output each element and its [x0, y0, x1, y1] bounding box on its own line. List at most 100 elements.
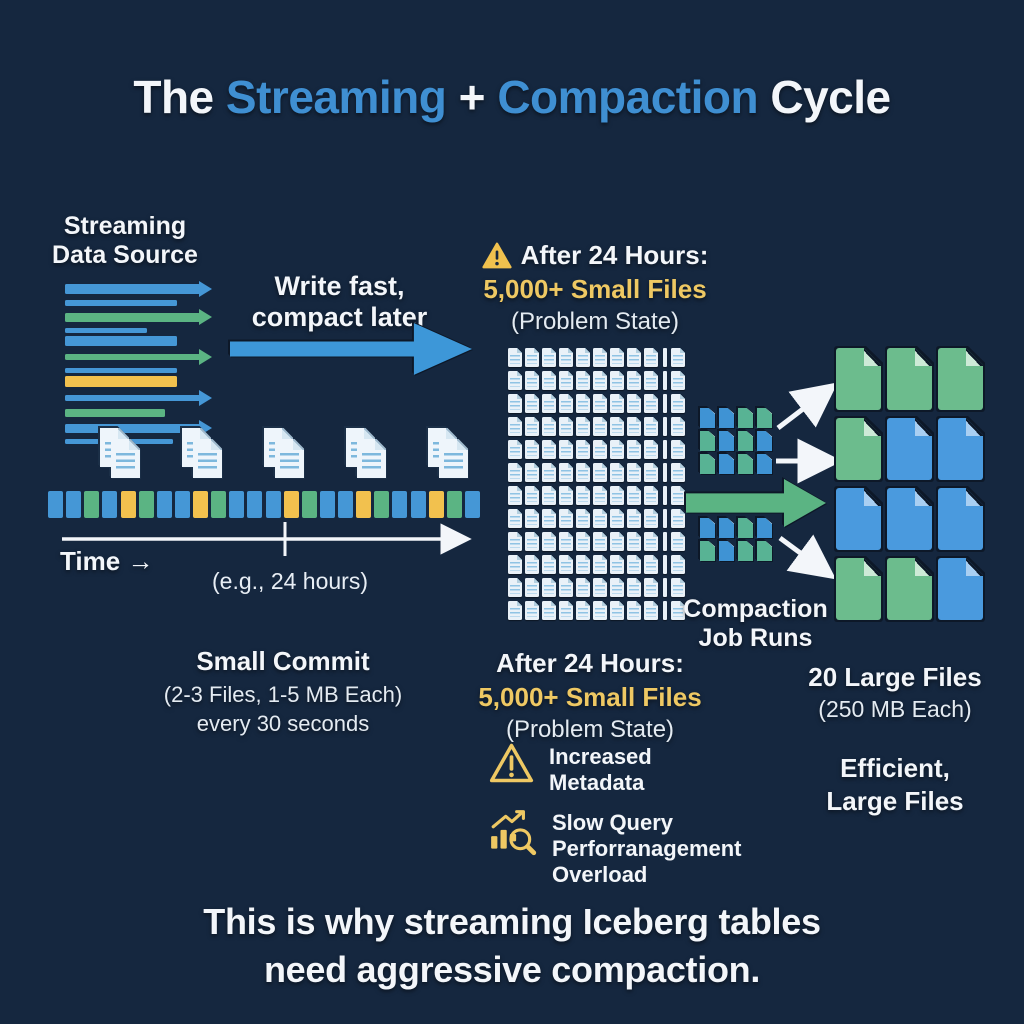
grid-row — [508, 509, 688, 528]
small-file-icon — [508, 509, 522, 528]
commit-square — [338, 491, 353, 518]
small-file-icon — [576, 371, 590, 390]
small-file-icon — [593, 440, 607, 459]
small-file-icon — [738, 518, 753, 538]
small-file-icon — [576, 463, 590, 482]
commit-detail: (2-3 Files, 1-5 MB Each) — [163, 682, 403, 707]
large-file-icon — [836, 418, 881, 480]
problem-state-top: After 24 Hours: 5,000+ Small Files (Prob… — [440, 240, 750, 336]
timeline-squares — [48, 491, 480, 518]
streaming-source-label: Streaming Data Source — [52, 212, 198, 269]
file-pair-icon — [428, 428, 472, 484]
commit-square — [356, 491, 372, 518]
stream-bar — [65, 368, 212, 373]
small-file-icon — [525, 417, 539, 436]
small-file-partial-icon — [663, 486, 667, 505]
small-file-icon — [644, 509, 658, 528]
small-file-partial-icon — [663, 509, 667, 528]
commit-square — [211, 491, 227, 518]
small-file-icon — [576, 555, 590, 574]
document-icon — [357, 439, 386, 478]
issues-list: Increased Metadata Slow Query Perforrana… — [488, 742, 788, 900]
small-file-icon — [610, 486, 624, 505]
small-file-icon — [559, 417, 573, 436]
small-file-icon — [593, 532, 607, 551]
large-file-row — [836, 348, 983, 410]
document-icon — [111, 439, 140, 478]
large-file-icon — [938, 348, 983, 410]
arrow-head-icon — [199, 390, 212, 406]
small-file-icon — [559, 394, 573, 413]
duration-label: (e.g., 24 hours) — [212, 568, 368, 594]
large-file-icon — [887, 558, 932, 620]
stream-bar — [65, 328, 212, 333]
small-file-icon — [508, 578, 522, 597]
title-plus: + — [446, 71, 498, 123]
problem-top-line3: (Problem State) — [510, 308, 680, 335]
document-icon — [275, 439, 304, 478]
small-file-icon — [719, 431, 734, 451]
small-file-icon — [542, 486, 556, 505]
small-files-grid — [508, 348, 688, 624]
small-file-icon — [644, 486, 658, 505]
grid-row — [508, 578, 688, 597]
small-file-icon — [610, 509, 624, 528]
file-pair-icon — [264, 428, 308, 484]
small-file-icon — [671, 371, 685, 390]
stream-bar — [65, 309, 212, 325]
small-file-icon — [508, 601, 522, 620]
small-file-icon — [700, 518, 715, 538]
stream-bar — [65, 390, 212, 406]
small-file-icon — [627, 417, 641, 436]
small-file-icon — [757, 431, 772, 451]
problem-state-bottom: After 24 Hours: 5,000+ Small Files (Prob… — [435, 648, 745, 744]
small-file-icon — [644, 417, 658, 436]
problem-bottom-line3: (Problem State) — [505, 716, 675, 743]
small-file-icon — [610, 532, 624, 551]
small-file-partial-icon — [663, 532, 667, 551]
small-commit-block: Small Commit (2-3 Files, 1-5 MB Each) ev… — [133, 646, 433, 738]
small-file-icon — [610, 417, 624, 436]
issue-slow-query: Slow Query Perforranagement Overload — [488, 808, 788, 888]
small-file-icon — [525, 486, 539, 505]
small-file-partial-icon — [663, 371, 667, 390]
small-file-icon — [593, 371, 607, 390]
grid-row — [508, 463, 688, 482]
small-file-icon — [671, 348, 685, 367]
small-file-icon — [542, 463, 556, 482]
document-icon — [193, 439, 222, 478]
stream-bar — [65, 409, 212, 417]
commit-square — [247, 491, 263, 518]
small-file-partial-icon — [663, 440, 667, 459]
commit-square — [446, 491, 462, 518]
small-file-icon — [757, 454, 772, 474]
large-files-count-block: 20 Large Files (250 MB Each) — [785, 662, 1005, 723]
stream-bars — [65, 281, 212, 447]
small-file-icon — [671, 486, 685, 505]
small-file-icon — [576, 486, 590, 505]
small-file-icon — [671, 417, 685, 436]
small-file-icon — [542, 417, 556, 436]
title-prefix: The — [133, 71, 226, 123]
grid-row — [508, 555, 688, 574]
small-file-icon — [700, 408, 715, 428]
small-file-icon — [508, 463, 522, 482]
small-file-icon — [593, 348, 607, 367]
commit-square — [102, 491, 118, 518]
small-file-icon — [559, 463, 573, 482]
small-file-icon — [627, 348, 641, 367]
small-file-icon — [627, 486, 641, 505]
stream-bar — [65, 281, 212, 297]
cluster-row — [700, 541, 772, 561]
commit-square — [84, 491, 100, 518]
small-file-icon — [757, 541, 772, 561]
small-file-icon — [700, 541, 715, 561]
small-file-icon — [593, 463, 607, 482]
stream-bar — [65, 336, 212, 346]
small-file-icon — [627, 371, 641, 390]
small-file-icon — [559, 601, 573, 620]
arrow-head-icon — [199, 309, 212, 325]
small-file-icon — [671, 463, 685, 482]
small-file-icon — [508, 486, 522, 505]
issue-increased-metadata: Increased Metadata — [488, 742, 788, 796]
